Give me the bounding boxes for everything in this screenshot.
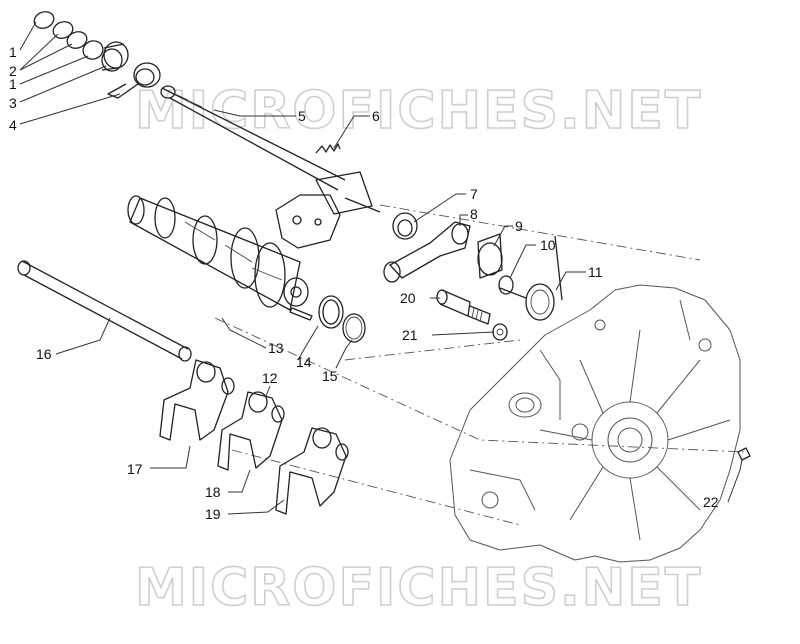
assembly-axes <box>214 204 746 526</box>
part-bushing-3 <box>101 41 129 72</box>
part-washer-21 <box>492 323 508 341</box>
callout-16: 16 <box>36 346 52 362</box>
callout-1a: 1 <box>9 44 17 60</box>
part-rings-1-2 <box>33 11 104 60</box>
callout-11: 11 <box>588 264 603 280</box>
callout-4: 4 <box>9 117 17 133</box>
part-shift-fork-18 <box>217 391 285 471</box>
part-shift-shaft-5 <box>160 85 381 249</box>
part-washer-14 <box>318 295 344 329</box>
part-bushing-9 <box>477 233 503 279</box>
callout-18: 18 <box>205 484 221 500</box>
callout-10: 10 <box>540 237 556 253</box>
part-pin-13 <box>289 307 313 321</box>
part-lever-8 <box>383 221 471 283</box>
callout-8: 8 <box>470 206 478 222</box>
callout-15: 15 <box>322 368 338 384</box>
callout-2: 2 <box>9 63 17 79</box>
part-spring-11 <box>499 235 563 321</box>
part-spring-6 <box>315 143 341 154</box>
watermark-bottom: MICROFICHES.NET <box>135 558 702 618</box>
callout-20: 20 <box>400 290 416 306</box>
part-pin-bolt-20 <box>436 289 491 325</box>
callout-12: 12 <box>262 370 278 386</box>
callout-5: 5 <box>298 108 306 124</box>
gearbox-housing <box>449 284 741 563</box>
callout-7: 7 <box>470 186 478 202</box>
part-shift-fork-17 <box>159 359 235 441</box>
part-bushing-7 <box>392 212 418 240</box>
part-circlip-15 <box>342 313 366 343</box>
callout-19: 19 <box>205 506 221 522</box>
part-ring-10 <box>498 275 514 295</box>
callout-1b: 1 <box>9 76 17 92</box>
callout-17: 17 <box>127 461 143 477</box>
callout-numbers: 1 2 1 3 4 5 6 7 8 9 10 11 12 13 14 15 16… <box>9 44 719 522</box>
part-plug-22 <box>737 447 751 461</box>
callout-3: 3 <box>9 95 17 111</box>
watermark-top: MICROFICHES.NET <box>135 81 702 141</box>
part-fork-shaft-16 <box>17 260 192 362</box>
part-selector-drum <box>127 195 309 311</box>
callout-14: 14 <box>296 354 312 370</box>
leader-lines <box>19 21 743 515</box>
callout-21: 21 <box>402 327 418 343</box>
callout-9: 9 <box>515 218 523 234</box>
callout-13: 13 <box>268 340 284 356</box>
callout-6: 6 <box>372 108 380 124</box>
part-shift-fork-19 <box>275 427 349 515</box>
callout-22: 22 <box>703 494 719 510</box>
